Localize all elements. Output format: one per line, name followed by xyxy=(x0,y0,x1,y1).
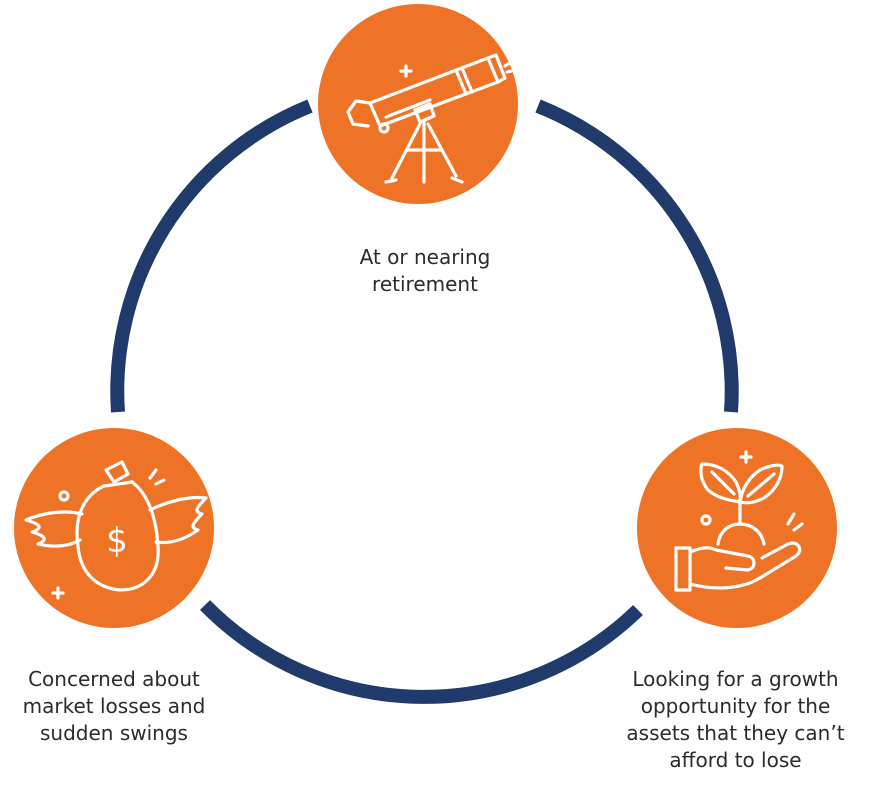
node-top-label-line: retirement xyxy=(372,272,478,296)
node-right-circle xyxy=(637,428,837,628)
winged-money-bag-icon: $ xyxy=(24,460,208,600)
ring-arc-top-right xyxy=(535,99,739,413)
node-right-label-line: opportunity for the xyxy=(640,694,831,718)
node-right-label: Looking for a growth opportunity for the… xyxy=(600,666,871,774)
node-right xyxy=(637,428,837,628)
ring-arc-bottom xyxy=(200,600,643,704)
node-top-label-line: At or nearing xyxy=(359,245,491,269)
node-left-circle xyxy=(14,428,214,628)
node-left: $ xyxy=(14,428,214,628)
dollar-sign: $ xyxy=(106,521,128,561)
node-top-label: At or nearing retirement xyxy=(300,244,550,298)
ring-arc-top-left xyxy=(110,99,313,413)
node-right-label-line: afford to lose xyxy=(669,748,802,772)
node-left-label-line: Concerned about xyxy=(28,667,200,691)
node-left-label: Concerned about market losses and sudden… xyxy=(0,666,228,747)
node-top xyxy=(318,4,518,204)
hand-holding-sprout-icon xyxy=(674,450,804,592)
node-right-label-line: Looking for a growth xyxy=(632,667,839,691)
telescope-icon xyxy=(346,53,518,184)
node-left-label-line: sudden swings xyxy=(40,721,188,745)
node-right-label-line: assets that they can’t xyxy=(626,721,845,745)
node-left-label-line: market losses and xyxy=(22,694,206,718)
